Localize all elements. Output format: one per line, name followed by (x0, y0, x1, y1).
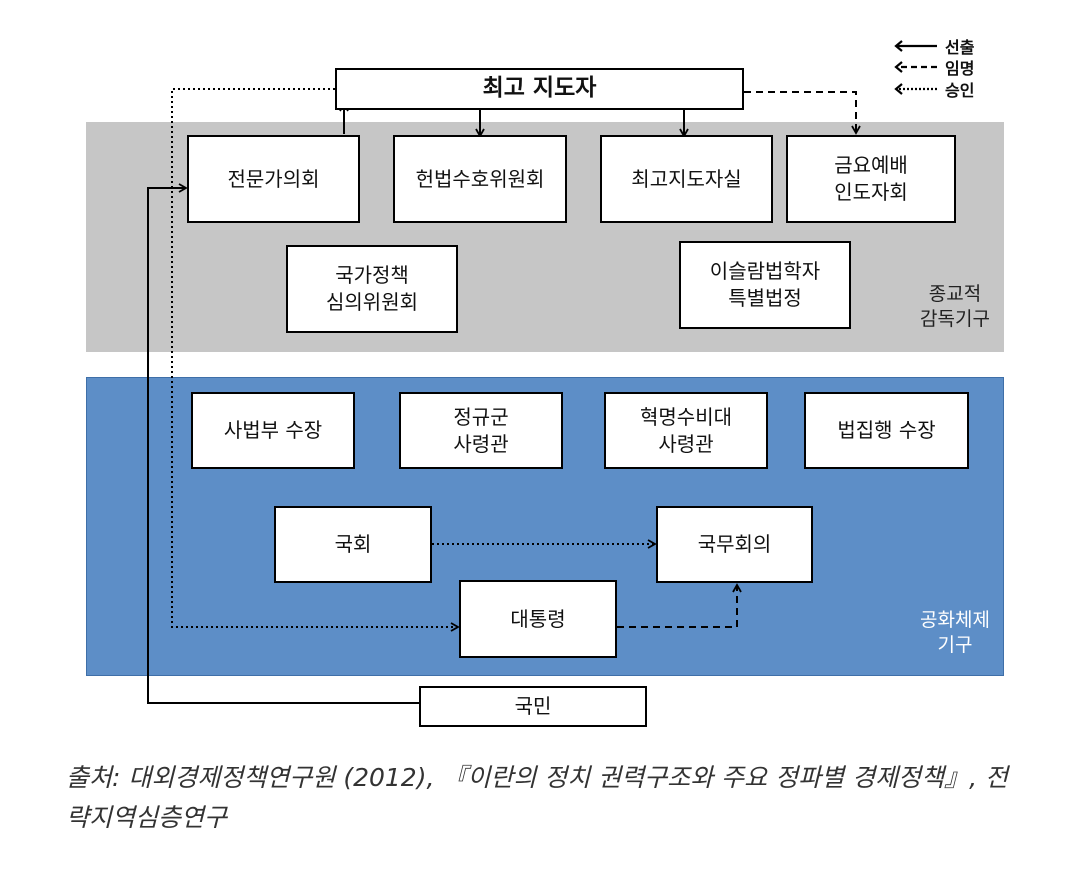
religious-region-label: 종교적 감독기구 (920, 283, 990, 330)
people-box: 국민 (419, 686, 647, 727)
cabinet-box: 국무회의 (656, 506, 813, 583)
supreme-leader-box: 최고 지도자 (335, 68, 744, 110)
judiciary-head-box: 사법부 수장 (191, 392, 355, 469)
legend-approval: 승인 (893, 78, 974, 100)
republic-region-label: 공화체제 기구 (920, 609, 990, 656)
solid-arrow-icon (894, 40, 937, 52)
friday-prayer-box: 금요예배 인도자회 (786, 135, 956, 223)
source-caption: 출처: 대외경제정책연구원 (2012), 『이란의 정치 권력구조와 주요 정… (66, 763, 1008, 832)
legend-appointment: 임명 (893, 56, 974, 78)
policy-council-box: 국가정책 심의위원회 (286, 245, 458, 333)
parliament-box: 국회 (274, 506, 432, 583)
expediency-council-box: 전문가의회 (187, 135, 360, 223)
legend-election-label: 선출 (945, 38, 975, 57)
dotted-arrow-icon (894, 83, 937, 95)
legend-election: 선출 (893, 35, 974, 57)
army-commander-box: 정규군 사령관 (399, 392, 563, 469)
guardian-council-box: 헌법수호위원회 (393, 135, 567, 223)
irgc-commander-box: 혁명수비대 사령관 (604, 392, 768, 469)
dashed-arrow-icon (894, 61, 937, 73)
leader-office-box: 최고지도자실 (600, 135, 773, 223)
legend-appointment-label: 임명 (945, 59, 975, 78)
president-box: 대통령 (459, 580, 617, 658)
legend-approval-label: 승인 (945, 81, 975, 100)
special-court-box: 이슬람법학자 특별법정 (679, 241, 851, 329)
law-enforcement-head-box: 법집행 수장 (804, 392, 969, 469)
